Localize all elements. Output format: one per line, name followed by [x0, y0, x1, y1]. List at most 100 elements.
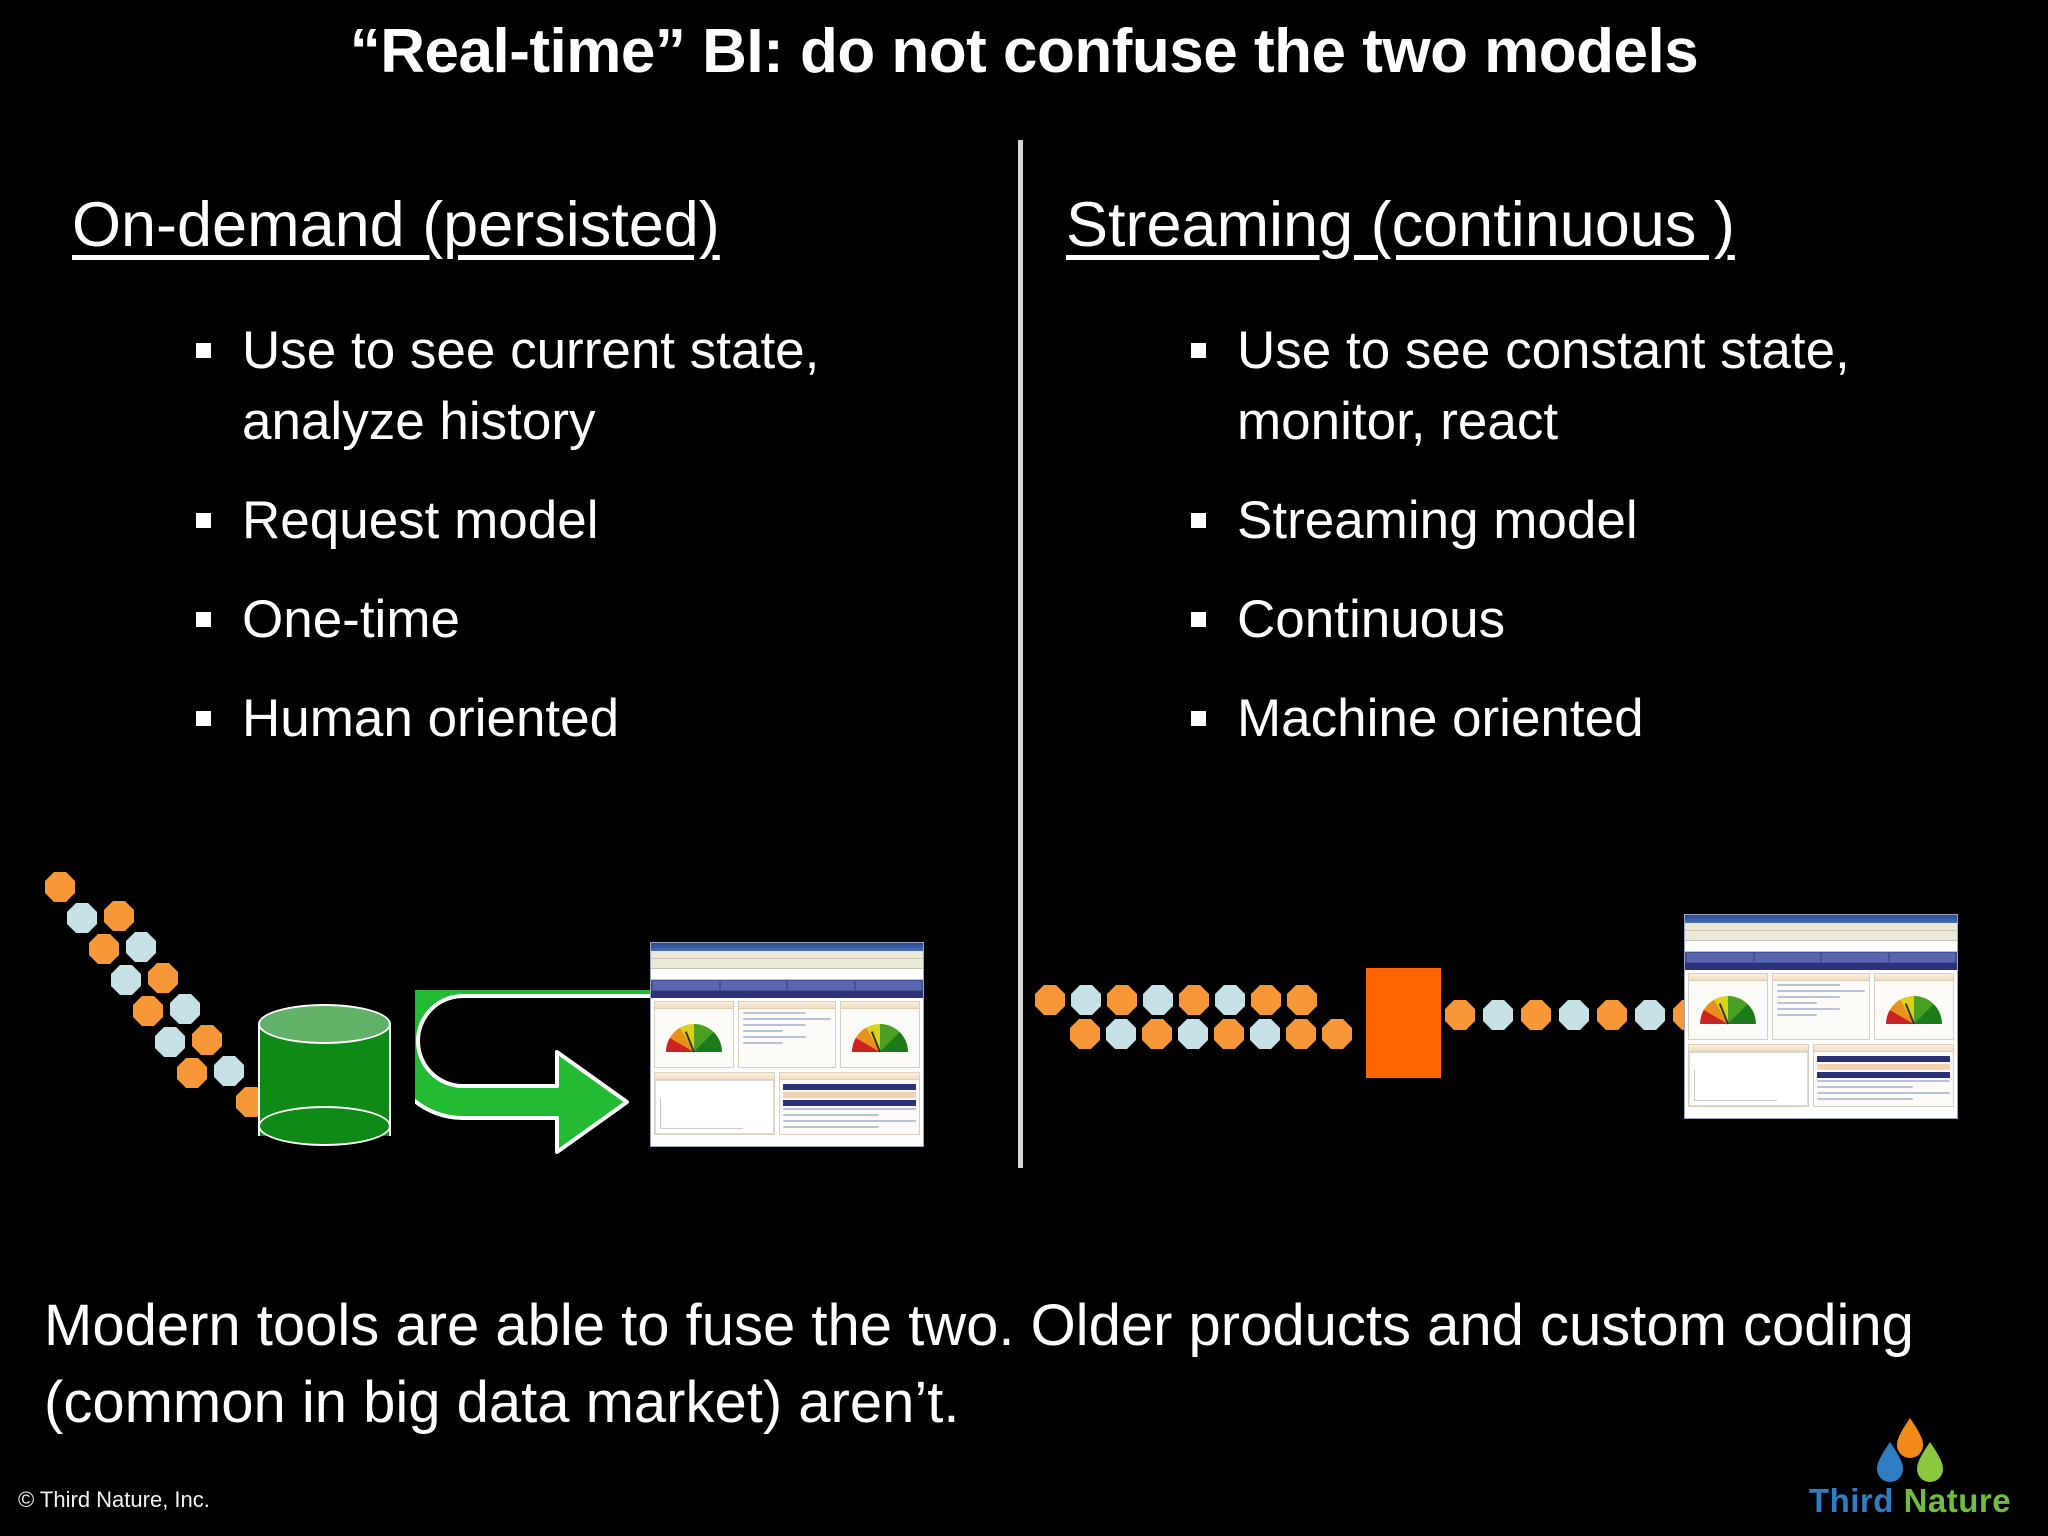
gauge-panel: [654, 1001, 734, 1068]
list-item: Human oriented: [190, 683, 980, 754]
list-item-label: Human oriented: [242, 689, 620, 749]
data-dot-icon: [67, 903, 97, 933]
data-dot-icon: [1250, 1019, 1280, 1049]
square-bullet-icon: [1191, 612, 1206, 628]
data-dot-icon: [1251, 985, 1281, 1015]
browser-address-bar: [1685, 941, 1957, 952]
square-bullet-icon: [196, 343, 211, 358]
bullet-list-streaming: Use to see constant state, monitor, reac…: [1185, 315, 1975, 782]
data-dot-icon: [1521, 1000, 1551, 1030]
gauge-chart-icon: [1699, 996, 1756, 1024]
data-dot-icon: [170, 994, 200, 1024]
data-dot-icon: [104, 901, 134, 931]
bi-dashboard-thumbnail[interactable]: [1684, 914, 1958, 1119]
data-dot-icon: [1035, 985, 1065, 1015]
list-item: Use to see current state, analyze histor…: [190, 315, 980, 457]
data-dot-icon: [1286, 1019, 1316, 1049]
data-dot-icon: [1071, 985, 1101, 1015]
list-item-label: Streaming model: [1237, 491, 1638, 551]
copyright-notice: © Third Nature, Inc.: [18, 1487, 210, 1512]
gauge-panel: [1688, 973, 1768, 1040]
data-dot-icon: [1106, 1019, 1136, 1049]
list-item-label: Continuous: [1237, 590, 1506, 650]
trend-chart-panel: [1688, 1044, 1809, 1107]
metrics-panel: [737, 1001, 837, 1068]
column-divider: [1018, 140, 1023, 1168]
list-item: Streaming model: [1185, 485, 1975, 556]
data-dot-icon: [1635, 1000, 1665, 1030]
data-dot-icon: [1215, 985, 1245, 1015]
data-dot-icon: [89, 934, 119, 964]
data-dot-icon: [1214, 1019, 1244, 1049]
page-title: “Real-time” BI: do not confuse the two m…: [349, 17, 1699, 86]
list-item-label: Request model: [242, 491, 599, 551]
third-nature-logo: Third Nature: [1790, 1412, 2030, 1530]
logo-word-nature: Nature: [1903, 1482, 2012, 1519]
data-dot-icon: [133, 996, 163, 1026]
square-bullet-icon: [1191, 343, 1206, 358]
browser-menubar: [1685, 923, 1957, 931]
dashboard-navbar: [1685, 963, 1957, 970]
data-dot-icon: [1070, 1019, 1100, 1049]
logo-flames-icon: [1877, 1418, 1943, 1482]
database-cylinder-icon: [258, 1004, 393, 1154]
square-bullet-icon: [1191, 711, 1206, 727]
data-dot-icon: [1142, 1019, 1172, 1049]
gauge-chart-icon: [665, 1024, 722, 1052]
browser-titlebar: [651, 943, 923, 951]
gauge-panel: [840, 1001, 920, 1068]
diagram-on-demand: [0, 830, 1010, 1170]
metrics-panel: [1771, 973, 1871, 1040]
list-item-label: Machine oriented: [1237, 689, 1644, 749]
data-dot-icon: [214, 1056, 244, 1086]
gauge-chart-icon: [852, 1024, 908, 1052]
data-dot-icon: [177, 1058, 207, 1088]
stream-processor-block: [1366, 968, 1441, 1078]
dashboard-tabstrip: [651, 980, 923, 991]
data-dot-icon: [1179, 985, 1209, 1015]
data-dot-icon: [1597, 1000, 1627, 1030]
column-heading-on-demand: On-demand (persisted): [72, 190, 720, 260]
data-table-panel: [778, 1072, 920, 1135]
dashboard-body: [1685, 970, 1957, 1110]
dashboard-body: [651, 998, 923, 1138]
data-dot-icon: [111, 965, 141, 995]
list-item: Continuous: [1185, 584, 1975, 655]
data-dot-icon: [1559, 1000, 1589, 1030]
dashboard-tabstrip: [1685, 952, 1957, 963]
browser-menubar: [651, 951, 923, 959]
browser-address-bar: [651, 969, 923, 980]
browser-titlebar: [1685, 915, 1957, 923]
square-bullet-icon: [196, 612, 211, 628]
list-item-label: Use to see current state, analyze histor…: [242, 321, 820, 452]
list-item-label: Use to see constant state, monitor, reac…: [1237, 321, 1850, 452]
gauge-panel: [1874, 973, 1954, 1040]
data-dot-icon: [1287, 985, 1317, 1015]
summary-text: Modern tools are able to fuse the two. O…: [44, 1293, 1914, 1435]
uturn-arrow-icon: [415, 990, 665, 1154]
trend-chart-panel: [654, 1072, 775, 1135]
data-dot-icon: [192, 1025, 222, 1055]
bi-dashboard-thumbnail[interactable]: [650, 942, 924, 1147]
data-dot-icon: [1107, 985, 1137, 1015]
square-bullet-icon: [1191, 513, 1206, 529]
column-heading-streaming: Streaming (continuous ): [1066, 190, 1735, 260]
data-dot-icon: [1483, 1000, 1513, 1030]
data-dot-icon: [1322, 1019, 1352, 1049]
data-dot-icon: [126, 932, 156, 962]
data-dot-icon: [45, 872, 75, 902]
data-dot-icon: [1178, 1019, 1208, 1049]
logo-wordmark: Third Nature: [1790, 1482, 2030, 1520]
gauge-chart-icon: [1886, 996, 1942, 1024]
data-dot-icon: [155, 1027, 185, 1057]
list-item: Request model: [190, 485, 980, 556]
data-dot-icon: [1143, 985, 1173, 1015]
square-bullet-icon: [196, 513, 211, 529]
bullet-list-on-demand: Use to see current state, analyze histor…: [190, 315, 980, 782]
data-dot-icon: [1445, 1000, 1475, 1030]
list-item: Use to see constant state, monitor, reac…: [1185, 315, 1975, 457]
data-table-panel: [1812, 1044, 1954, 1107]
diagram-streaming: [1030, 830, 2048, 1170]
dashboard-navbar: [651, 991, 923, 998]
